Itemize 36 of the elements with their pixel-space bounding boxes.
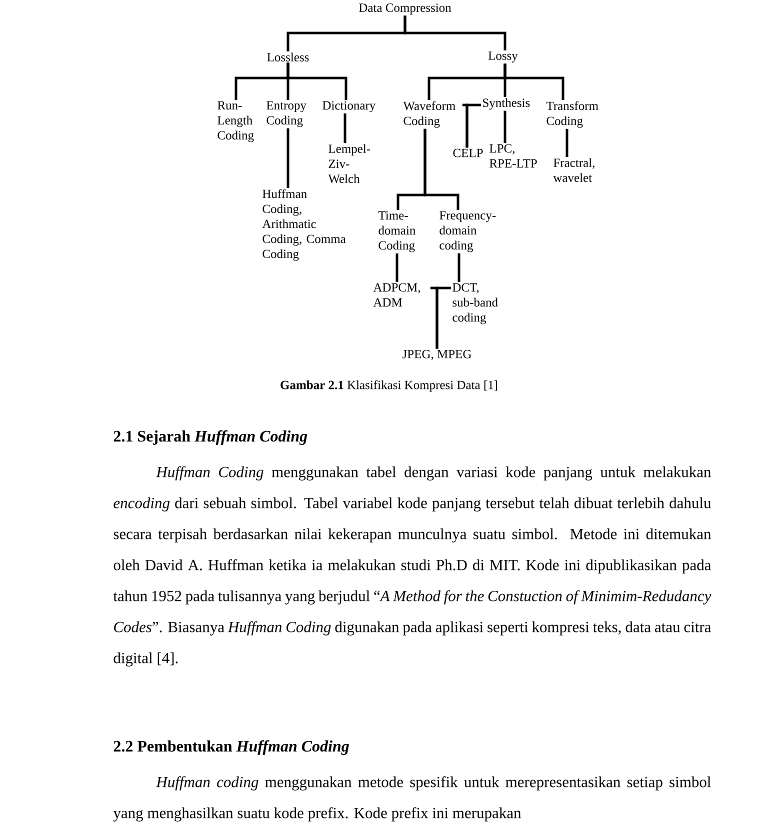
category-label: Lossy [488,52,518,62]
tree-connector [566,128,568,157]
category-label: Data Compression [359,4,452,14]
category-label: Fractral, wavelet [553,158,594,182]
figure-caption: Gambar 2.1 Klasifikasi Kompresi Data [1] [280,380,498,392]
tree-connector [504,110,506,143]
body-paragraph: Huffman coding menggunakan metode spesifik untuk merepresentasikan setiap simbol yang menghasilkan suatu kode prefix. Kode prefix ini merupakan [113,776,711,822]
category-label: Dictionary [322,101,376,112]
tree-connector [436,286,451,349]
tree-connector [396,253,398,282]
tree-connector [504,64,564,100]
category-label: Transform Coding [546,101,598,128]
category-label: Entropy Coding [266,101,306,128]
category-label: LPC, RPE-LTP [490,144,537,168]
tree-connector [404,16,506,50]
category-label: DCT, sub-band coding [452,283,498,324]
tree-connector [458,253,460,282]
body-paragraph: Huffman Coding menggunakan tabel dengan variasi kode panjang untuk melakukan encoding dari sebuah simbol. Tabel variabel kode panjang tersebut telah dibuat terlebih dahulu secara terpisah berdasarkan nilai kekerapan munculnya suatu simbol. Metode ini ditemukan oleh David A. Huffman ketika ia melakukan studi Ph.D di MIT. Kode ini dipublikasikan pada tahun 1952 pada tulisannya yang berjudul “A Method for the Constuction of Minimim-Redudancy Codes”. Biasanya Huffman Coding digunakan pada aplikasi seperti kompresi teks, data atau citra digital [4]. [113,466,712,666]
category-label: Time-domain Coding [378,211,416,252]
category-label: Frequency-domain coding [440,211,496,252]
tree-connector [286,62,348,100]
category-label: Run-Length Coding [218,101,254,142]
tree-connector [466,104,481,148]
section-heading: 2.1 Sejarah Huffman Coding [114,430,308,445]
category-label: Huffman Coding, Arithmatic Coding, Comma Coding [262,189,346,261]
category-label: ADPCM, ADM [373,283,420,307]
category-label: Waveform Coding [403,101,456,128]
tree-connector [424,128,460,210]
section-heading: 2.2 Pembentukan Huffman Coding [114,740,349,755]
tree-connector [344,113,346,143]
category-label: Lempel-Ziv-Welch [328,144,370,184]
category-label: Synthesis [483,98,530,110]
tree-connector [286,128,290,188]
category-label: JPEG, MPEG [402,350,472,360]
category-label: CELP [453,148,483,158]
category-label: Lossless [267,52,309,62]
